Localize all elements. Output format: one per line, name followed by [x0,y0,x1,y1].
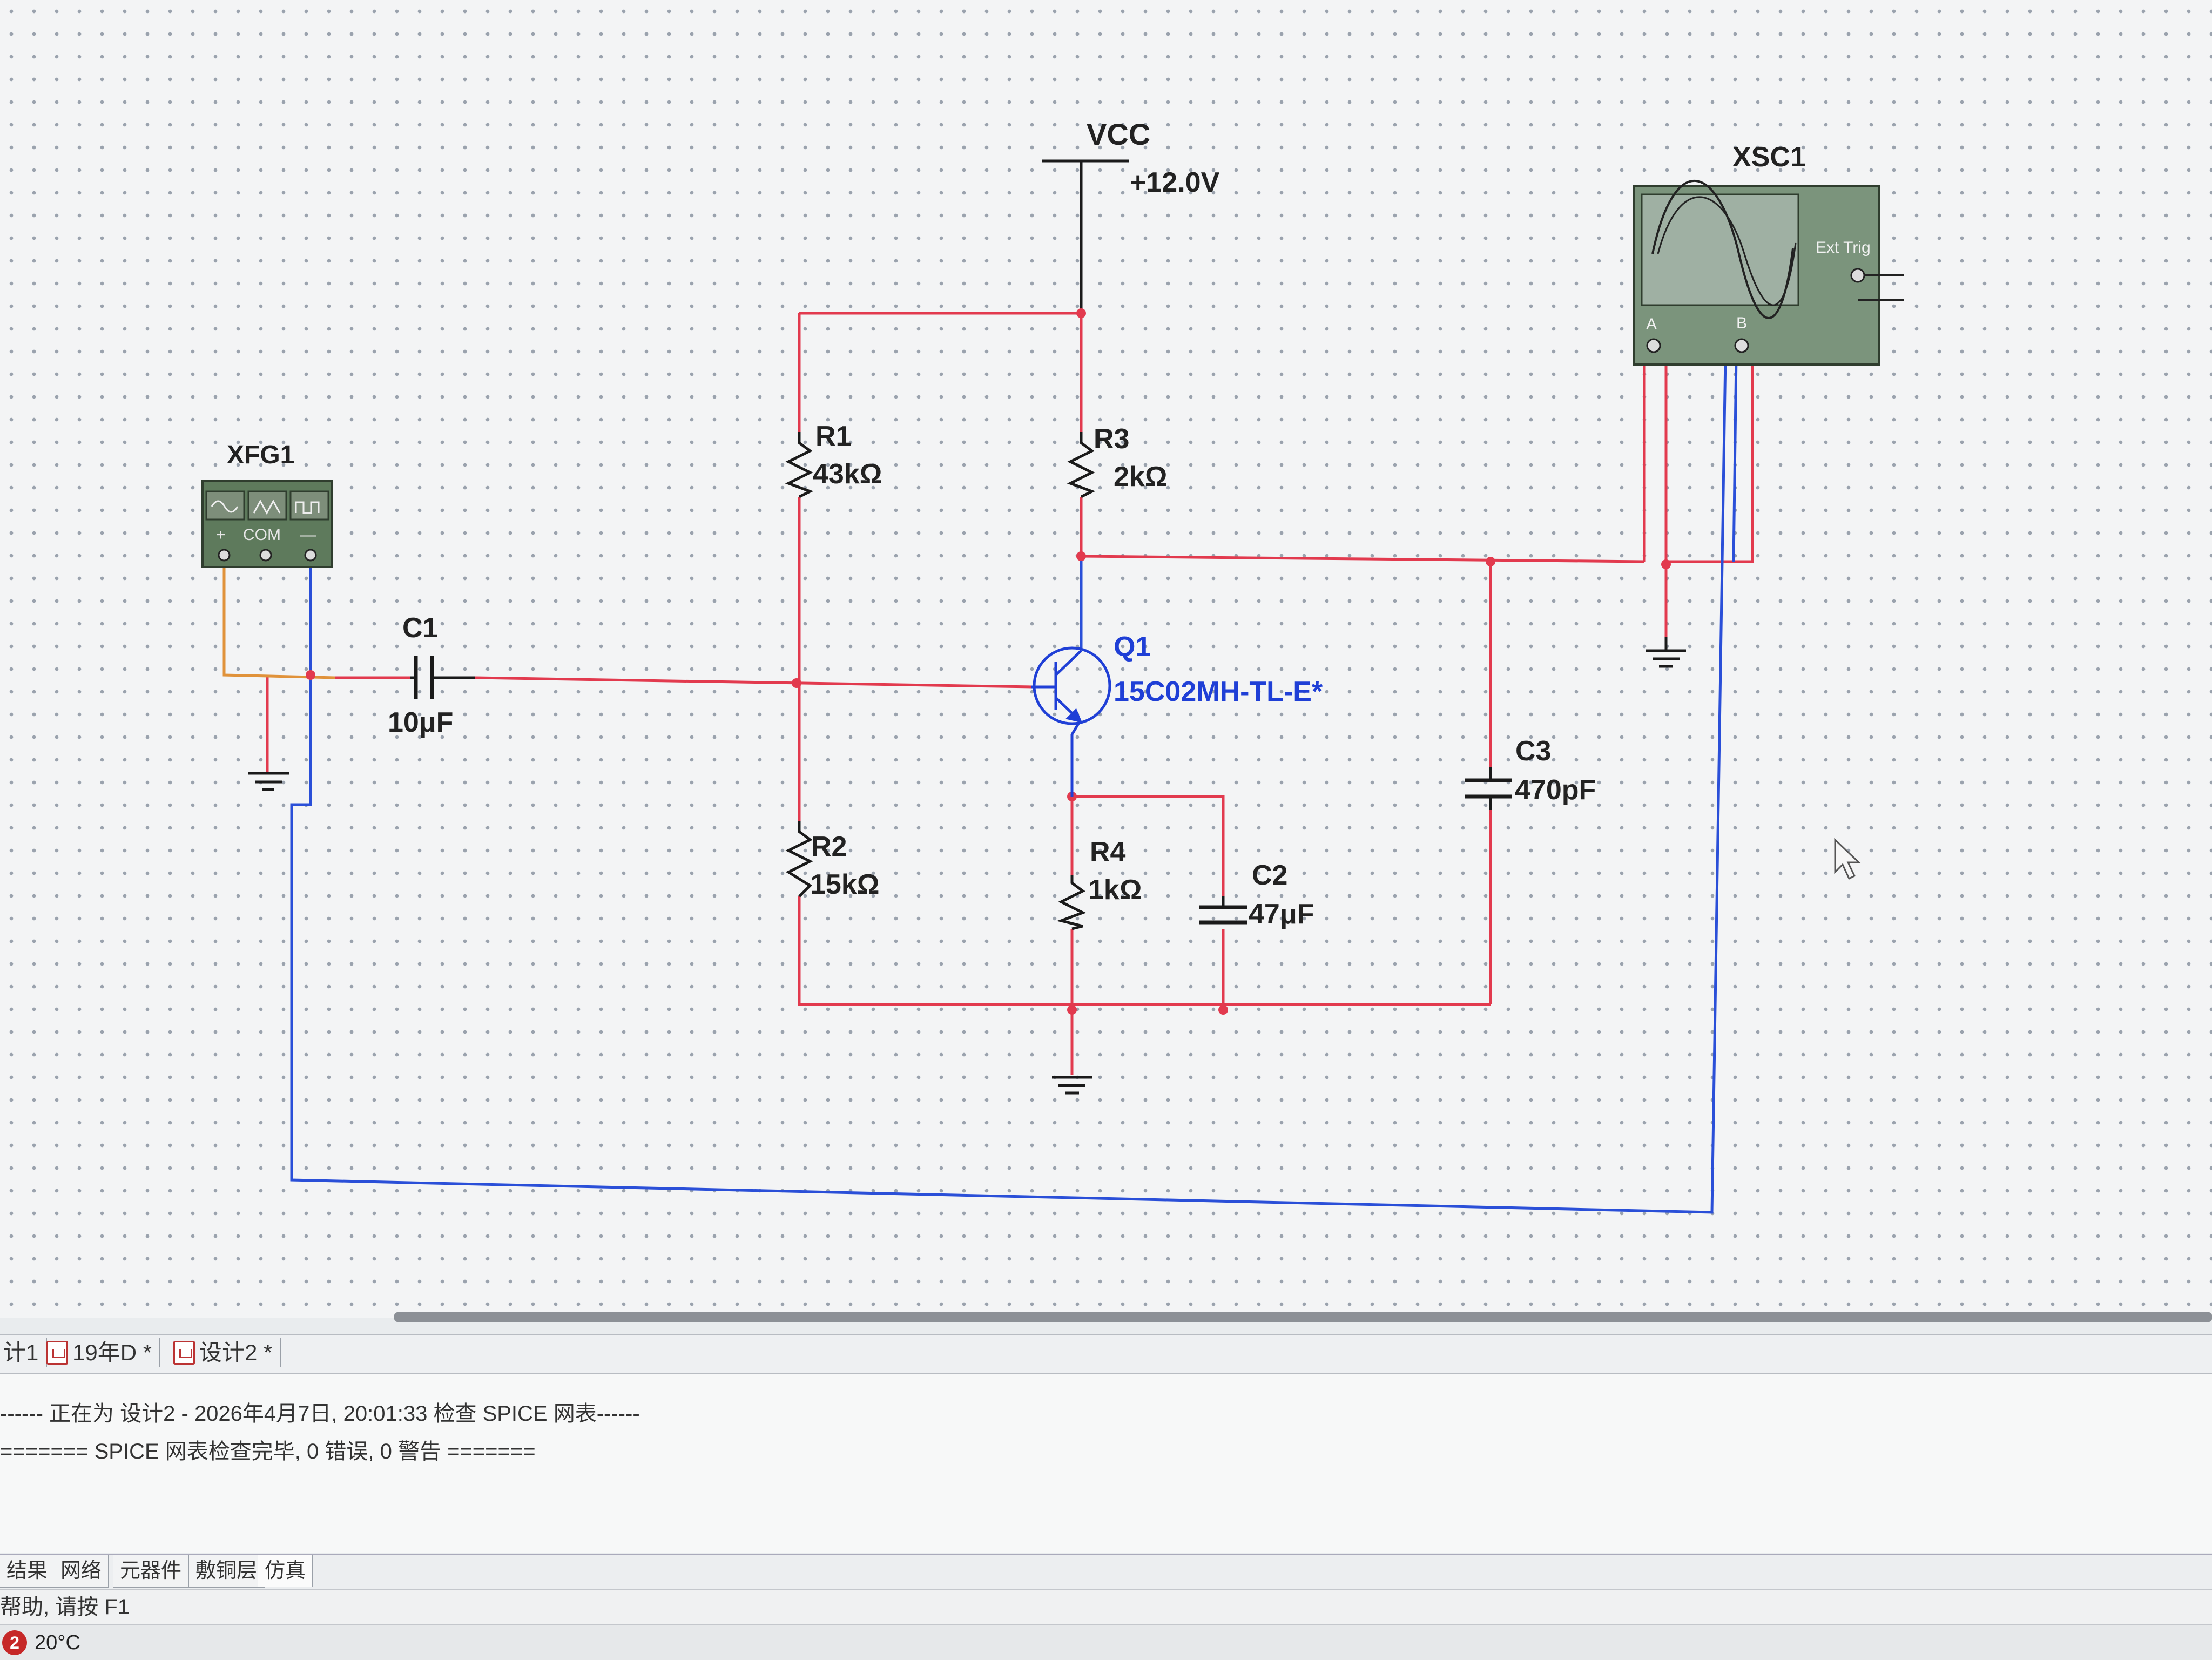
c1-ref: C1 [402,612,438,644]
square-wave-icon [289,490,329,521]
fg-com-label: COM [243,526,281,544]
vcc-wire [1042,159,1129,313]
q1-value: 15C02MH-TL-E* [1114,676,1323,707]
mouse-cursor-icon [1834,838,1861,880]
vcc-label: VCC [1087,117,1150,151]
capacitor-c3[interactable] [1465,767,1512,810]
notification-badge[interactable]: 2 [2,1630,27,1655]
c2-value: 47μF [1249,899,1314,930]
output-line: ======= SPICE 网表检查完毕, 0 错误, 0 警告 ======= [0,1440,536,1463]
c3-value: 470pF [1515,774,1596,806]
red-wires[interactable] [266,312,1754,1075]
scope-screen [1641,193,1799,306]
blue-wires[interactable] [290,356,1738,1214]
doc-tab-19d[interactable]: 19年D * [43,1338,161,1367]
status-bar: 帮助, 请按 F1 [0,1589,2212,1624]
output-line: ------ 正在为 设计2 - 2026年4月7日, 20:01:33 检查 … [0,1402,640,1426]
ext-trig-terminal[interactable] [1850,268,1865,283]
doc-tab-label: 计1 [3,1340,39,1365]
oscilloscope-xsc1[interactable]: Ext Trig A B [1633,180,1904,366]
horizontal-scrollbar[interactable] [394,1312,2212,1322]
tab-copper-layers[interactable]: 敷铜层 [189,1555,265,1588]
weather-temperature[interactable]: 20°C [35,1631,80,1654]
spreadsheet-view-tabs: 结果 网络 元器件 敷铜层 仿真 [0,1554,2212,1589]
taskbar: 2 20°C [0,1624,2212,1660]
doc-tab-design2[interactable]: 设计2 * [170,1338,281,1367]
junction-dots [306,308,1671,1015]
channel-a-terminal[interactable] [1646,338,1661,353]
output-panel[interactable]: ------ 正在为 设计2 - 2026年4月7日, 20:01:33 检查 … [0,1374,2212,1553]
c3-ref: C3 [1515,735,1551,767]
schematic-canvas[interactable]: + COM — Ext Trig A B VCC +12.0V XFG1 XSC… [0,0,2212,1318]
q1-ref: Q1 [1114,631,1151,663]
r3-ref: R3 [1094,423,1129,455]
schematic-doc-icon [173,1341,195,1365]
doc-tab-label: 19年D * [72,1340,152,1365]
document-tab-bar: 计1 19年D * 设计2 * [0,1334,2212,1374]
channel-b-terminal[interactable] [1734,338,1749,353]
status-help-text: 帮助, 请按 F1 [0,1595,130,1619]
tab-results[interactable]: 结果 [0,1555,56,1588]
resistor-r3[interactable] [1067,432,1096,498]
c2-ref: C2 [1252,860,1287,891]
resistor-r4[interactable] [1056,875,1087,930]
resistor-r2[interactable] [785,821,813,898]
c1-value: 10μF [388,707,453,738]
fg-plus-label: + [216,526,226,544]
orange-wire[interactable] [222,556,335,679]
channel-b-label: B [1736,314,1747,332]
doc-tab-label: 设计2 * [199,1340,273,1365]
xfg1-label: XFG1 [227,441,294,469]
r2-value: 15kΩ [810,869,879,900]
sine-trace-icon [1651,180,1794,319]
doc-tab-design1[interactable]: 计1 [0,1338,48,1367]
r3-value: 2kΩ [1114,461,1168,492]
r2-ref: R2 [811,831,847,862]
r1-value: 43kΩ [813,458,882,490]
r1-ref: R1 [815,421,851,452]
r4-ref: R4 [1090,836,1126,868]
capacitor-c1[interactable] [410,656,475,699]
triangle-wave-icon [247,490,287,521]
r4-value: 1kΩ [1088,874,1142,906]
schematic-drawing[interactable]: + COM — Ext Trig A B VCC +12.0V XFG1 XSC… [0,0,2212,1318]
xsc1-label: XSC1 [1732,141,1806,173]
resistor-r1[interactable] [785,432,814,498]
transistor-q1[interactable] [1031,646,1111,797]
tab-components[interactable]: 元器件 [113,1555,190,1588]
ground-symbols [248,637,1686,1095]
channel-a-label: A [1646,315,1657,333]
fg-minus-label: — [300,526,316,544]
vcc-value: +12.0V [1130,167,1220,198]
ext-trig-label: Ext Trig [1816,239,1871,257]
schematic-doc-icon [46,1341,68,1365]
tab-nets[interactable]: 网络 [54,1555,110,1588]
capacitor-c2[interactable] [1199,896,1247,925]
function-generator-xfg1[interactable]: + COM — [201,480,333,568]
tab-simulation[interactable]: 仿真 [258,1555,314,1587]
